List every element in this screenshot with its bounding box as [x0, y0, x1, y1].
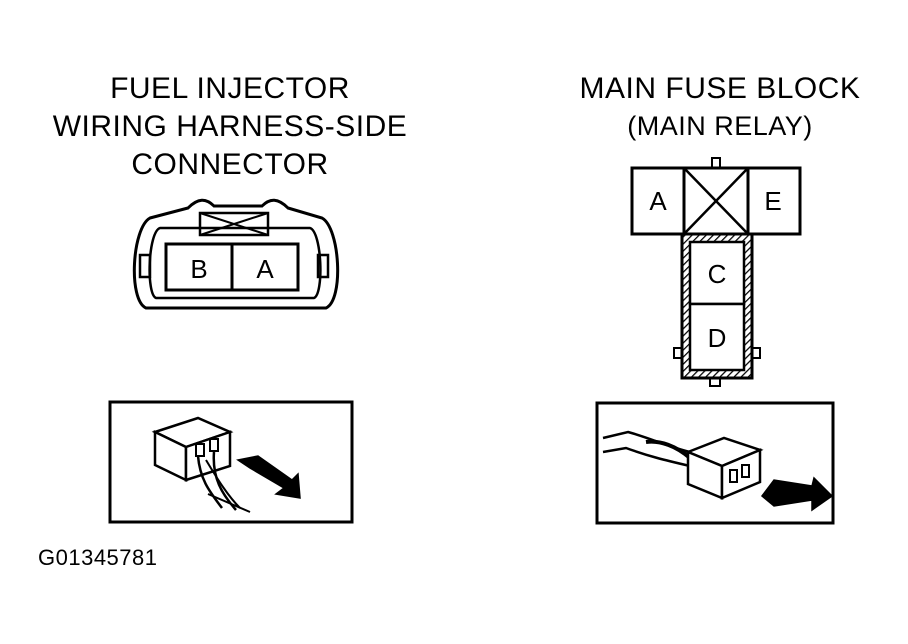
relay-label-d: D: [708, 323, 727, 353]
main-fuse-block: [630, 157, 802, 387]
terminal-label-b: B: [190, 254, 207, 284]
inset-frame: [108, 400, 354, 524]
lock-tab-cross: [199, 212, 269, 236]
relay-side-tab-left: [673, 347, 683, 359]
inset-frame: [595, 401, 835, 525]
title-line-2: (MAIN RELAY): [627, 111, 813, 141]
probe-arrow-icon: [760, 476, 834, 512]
relay-bottom-tab: [709, 377, 721, 387]
connector-side-notch-right: [316, 253, 330, 279]
terminal-label-a: A: [256, 254, 274, 284]
title-line-3: CONNECTOR: [131, 148, 329, 181]
title-line-1: FUEL INJECTOR: [110, 72, 350, 105]
relay-label-e: E: [764, 186, 781, 216]
terminal-cavity-a: [230, 242, 300, 292]
title-line-2: WIRING HARNESS-SIDE: [52, 110, 408, 143]
relay-label-a: A: [649, 186, 667, 216]
main-fuse-block-title: MAIN FUSE BLOCK (MAIN RELAY): [540, 70, 900, 144]
connector-side-notch-left: [138, 253, 152, 279]
relay-label-c: C: [708, 259, 727, 289]
relay-cross-line: [683, 167, 749, 235]
probe-arrow-icon: [236, 455, 301, 499]
diagram-id-label: G01345781: [38, 545, 158, 570]
title-line-1: MAIN FUSE BLOCK: [579, 72, 861, 105]
connector-sketch-icon: [151, 416, 251, 513]
relay-probe-inset: [595, 401, 835, 525]
relay-terminal-d: [688, 302, 746, 372]
relay-side-tab-right: [751, 347, 761, 359]
harness-plug-sketch-icon: [602, 430, 764, 500]
relay-terminal-e: [746, 166, 802, 236]
fuel-injector-connector: [132, 198, 340, 310]
connector-lock-tab: [198, 211, 270, 237]
connector-inner-housing: [148, 226, 322, 300]
fuel-injector-connector-title: FUEL INJECTOR WIRING HARNESS-SIDE CONNEC…: [20, 70, 440, 184]
injector-probe-inset: [108, 400, 354, 524]
connector-outer-housing: [132, 198, 340, 310]
